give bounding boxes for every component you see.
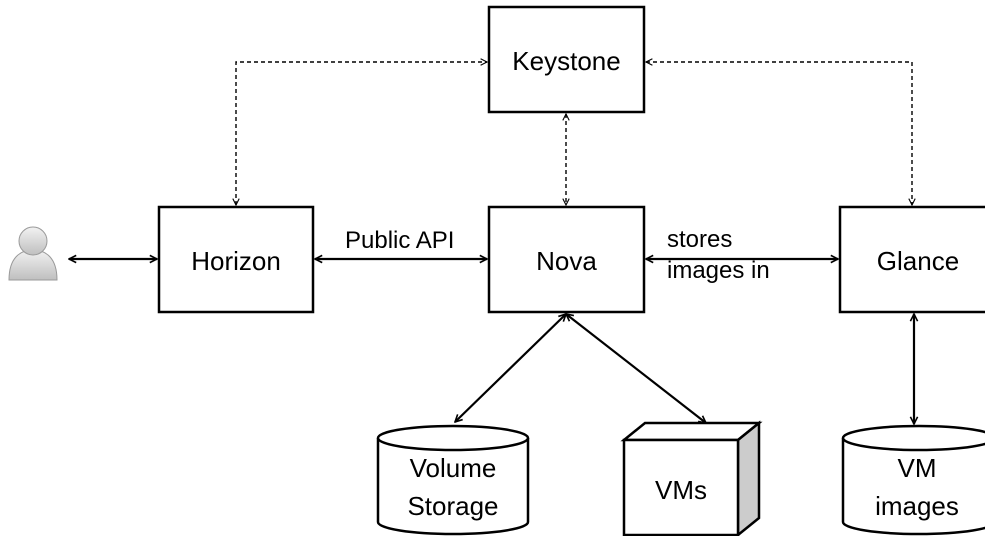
keystone-label: Keystone (512, 46, 620, 76)
nova-volume-edge (455, 314, 566, 422)
vm-images-label-line1: VM (898, 453, 937, 483)
images-in-label: images in (667, 257, 770, 284)
volume-storage-node: Volume Storage (376, 424, 530, 536)
vms-label: VMs (655, 475, 707, 505)
volume-storage-label-line1: Volume (410, 453, 497, 483)
vm-images-label-line2: images (875, 491, 959, 521)
public-api-label: Public API (345, 227, 454, 254)
volume-storage-label-line2: Storage (407, 491, 498, 521)
glance-label: Glance (877, 246, 959, 276)
keystone-node: Keystone (487, 5, 646, 114)
vms-node: VMs (620, 420, 763, 538)
horizon-node: Horizon (157, 205, 315, 314)
glance-keystone-edge (646, 62, 912, 205)
nova-node: Nova (487, 205, 646, 314)
user-icon (8, 226, 58, 281)
horizon-label: Horizon (191, 246, 281, 276)
vm-images-node: VM images (841, 424, 985, 536)
stores-label: stores (667, 226, 732, 253)
nova-vms-edge (566, 314, 706, 423)
nova-label: Nova (536, 246, 597, 276)
glance-node: Glance (838, 205, 985, 314)
horizon-keystone-edge (236, 62, 487, 205)
